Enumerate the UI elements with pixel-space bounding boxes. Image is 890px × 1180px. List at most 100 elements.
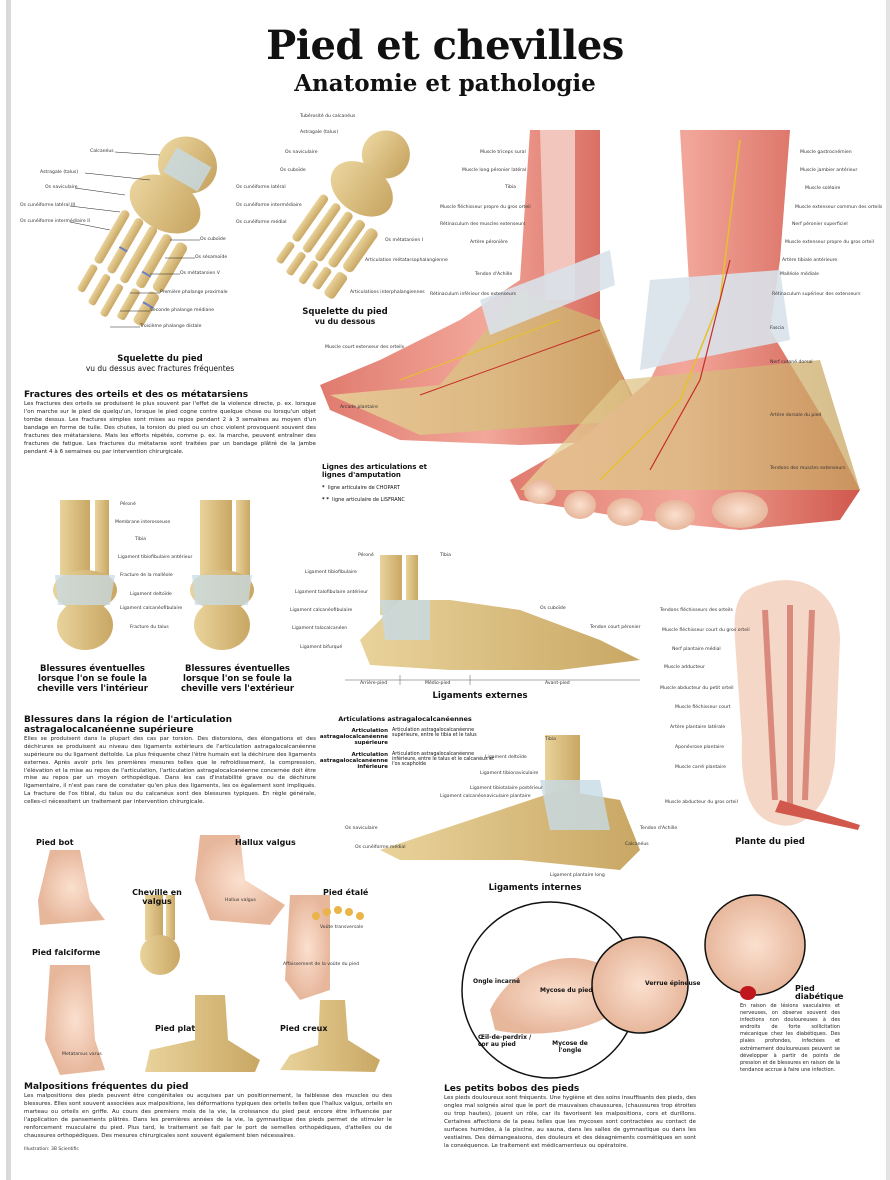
term: Articulation astragalocalcanéenne inféri… (319, 752, 388, 770)
label: Affaissement de la voûte du pied (283, 962, 359, 967)
label: Ligament talocalcanéen (292, 626, 348, 631)
label: Ligament tibiotalaire postérieur (470, 786, 543, 791)
legend-item: * ligne articulaire de CHOPART (322, 485, 452, 491)
pied-creux-drawing (280, 1000, 380, 1072)
label: Avant-pied (545, 681, 570, 686)
pied-bot-drawing (38, 850, 105, 925)
label: Aponévrose plantaire (675, 745, 725, 750)
label: Articulation métatarsophalangienne (365, 258, 448, 263)
label: Tibia (545, 737, 556, 742)
caption-ankle-inside: Blessures éventuelles lorsque l'on se fo… (37, 664, 148, 694)
label: Os cunéiforme latéral (236, 185, 286, 190)
caption-subtitle: vu du dessous (314, 316, 376, 326)
label: Ligament talofibulaire antérieur (295, 590, 369, 595)
label: Astragale (talus) (300, 130, 339, 135)
label: Ligament tibiofibulaire antérieur (118, 555, 193, 560)
label: Artère tibiale antérieure (782, 258, 838, 263)
label: Tibia (135, 537, 146, 542)
poster-left-edge (6, 0, 11, 1180)
label: Os cunéiforme médial (236, 220, 287, 225)
section-body: Les pieds douloureux sont fréquents. Une… (444, 1094, 696, 1149)
table-row: Articulation astragalocalcanéenne supéri… (310, 728, 500, 746)
label: Nerf cutané dorsal (770, 360, 813, 365)
caption-ligaments-internes: Ligaments internes (488, 883, 582, 893)
label: Articulations interphalangiennes (350, 290, 425, 295)
section-body: Les fractures des orteils se produisent … (24, 400, 316, 455)
label-pied-creux: Pied creux (280, 1024, 328, 1033)
label: Metatarsus varus (62, 1052, 102, 1057)
label: Seconde phalange médiane (150, 308, 215, 313)
label: Muscle extenseur propre du gros orteil (785, 240, 874, 245)
label: Ligament calcanéofibulaire (120, 606, 183, 611)
label-pied-plat: Pied plat (155, 1024, 196, 1033)
label: Muscle court extenseur des orteils (325, 345, 405, 350)
label: Muscle soléaire (805, 186, 841, 191)
label: Arrière-pied (360, 681, 388, 686)
mycose-circle (591, 936, 689, 1034)
section-body: Les malpositions des pieds peuvent être … (24, 1092, 392, 1139)
label: Os naviculaire (285, 150, 318, 155)
caption-ligaments-externes: Ligaments externes (432, 691, 528, 701)
label: Tubérosité du calcanéus (300, 114, 356, 119)
label-verrue: Verrue épineuse (645, 980, 701, 987)
label: Troisième phalange distale (140, 324, 202, 329)
foot-lateral-muscles-view (320, 130, 650, 445)
label: Muscle fléchisseur propre du gros orteil (440, 205, 531, 210)
foot-skeleton-bottom-view (276, 130, 410, 299)
label: Calcanéus (90, 149, 114, 154)
sole-of-foot (734, 580, 860, 830)
label: Tendon court péronier (590, 625, 641, 630)
diabetic-ulcer (740, 986, 756, 1000)
caption-skeleton-bottom: Squelette du pied vu du dessous (285, 307, 405, 326)
label: Os cuboïde (200, 237, 226, 242)
label: Tendons des muscles extenseurs (770, 466, 846, 471)
definition: Articulation astragalocalcanéenne inféri… (392, 752, 494, 767)
poster-subtitle: Anatomie et pathologie (294, 70, 596, 97)
pied-falciforme-drawing (45, 965, 105, 1075)
label: Os cuboïde (540, 606, 566, 611)
label: Artère plantaire latérale (670, 725, 726, 730)
label: Ligament deltoïde (130, 592, 172, 597)
label: Os sésamoïde (195, 255, 228, 260)
label: Hallux valgus (225, 898, 256, 903)
section-bobos: Les petits bobos des pieds Les pieds dou… (444, 1084, 696, 1150)
label: Nerf péronier superficiel (792, 222, 848, 227)
label: Rétinaculum supérieur des extenseurs (772, 292, 861, 297)
label: Calcanéus (625, 842, 649, 847)
section-fractures: Fractures des orteils et des os métatars… (24, 390, 316, 456)
articulations-table: Articulations astragalocalcanéennes Arti… (310, 715, 500, 770)
label: Voûte transversale (320, 925, 364, 930)
pathology-drawings (38, 835, 330, 1075)
label: Os cunéiforme latéral III (20, 203, 76, 208)
label: Muscle long péronier latéral (462, 168, 527, 173)
legend-text: ligne articulaire de CHOPART (327, 485, 400, 492)
cheville-valgus-drawing (145, 895, 163, 940)
foot-external-ligaments (345, 555, 640, 685)
caption-plante-du-pied: Plante du pied (735, 837, 805, 847)
label-hallux-valgus: Hallux valgus (235, 838, 296, 847)
label: Tibia (440, 553, 451, 558)
label-pied-bot: Pied bot (36, 838, 74, 847)
foot-front-muscles-view (510, 130, 860, 530)
caption-subtitle: vu du dessus avec fractures fréquentes (85, 363, 235, 373)
label: Péroné (120, 502, 136, 507)
section-malpositions: Malpositions fréquentes du pied Les malp… (24, 1082, 392, 1151)
label: Ligament bifurqué (300, 645, 343, 650)
label: Astragale (talus) (40, 170, 79, 175)
legend-text: ligne articulaire de LISFRANC (332, 497, 405, 504)
ankle-outward-sprain (190, 500, 254, 650)
label: Artère péronière (470, 240, 508, 245)
label: Rétinaculum inférieur des extenseurs (430, 292, 517, 297)
poster-right-edge (886, 0, 890, 1180)
label-mycose-pied: Mycose du pied (540, 987, 593, 994)
label-ongle-incarne: Ongle incarné (473, 978, 521, 985)
hallux-valgus-drawing (195, 835, 285, 925)
label: Péroné (358, 553, 374, 558)
label: Muscle carré plantaire (675, 765, 727, 770)
label: Fascia (770, 326, 785, 331)
caption-ankle-outside: Blessures éventuelles lorsque l'on se fo… (180, 664, 295, 694)
label: Os cunéiforme intermédiaire II (20, 219, 90, 224)
label-pied-falciforme: Pied falciforme (32, 948, 101, 957)
label: Os cunéiforme intermédiaire (236, 203, 302, 208)
label: Os métatarsien V (180, 271, 220, 276)
